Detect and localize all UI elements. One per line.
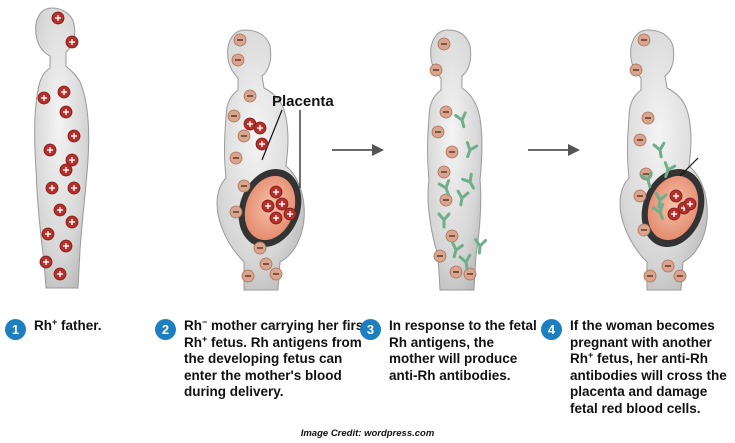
placenta-label: Placenta: [272, 93, 334, 110]
positive-antigen-cell-icon: [59, 163, 73, 177]
negative-cell-icon: [633, 189, 647, 203]
negative-cell-icon: [463, 267, 477, 281]
negative-cell-icon: [673, 269, 687, 283]
negative-cell-icon: [229, 205, 243, 219]
rh-incompatibility-figure: Placenta: [34, 7, 708, 291]
mother-antibody-figure: [427, 29, 483, 291]
positive-antigen-cell-icon: [669, 189, 683, 203]
negative-cell-icon: [637, 33, 651, 47]
negative-cell-icon: [643, 269, 657, 283]
negative-cell-icon: [237, 129, 251, 143]
positive-antigen-cell-icon: [269, 185, 283, 199]
cells-layer: [37, 11, 697, 283]
positive-antigen-cell-icon: [255, 137, 269, 151]
step-number-badge: 4: [541, 319, 562, 340]
step-1-text: Rh+ father.: [34, 317, 102, 334]
antibody-icon: [474, 238, 488, 255]
positive-antigen-cell-icon: [57, 85, 71, 99]
step-1: 1 Rh+ father.: [5, 318, 102, 340]
negative-cell-icon: [429, 63, 443, 77]
negative-cell-icon: [253, 241, 267, 255]
negative-cell-icon: [661, 259, 675, 273]
positive-antigen-cell-icon: [65, 153, 79, 167]
negative-cell-icon: [445, 229, 459, 243]
negative-cell-icon: [229, 151, 243, 165]
positive-antigen-cell-icon: [261, 199, 275, 213]
negative-cell-icon: [233, 33, 247, 47]
placenta-pointer-line: [261, 109, 301, 188]
positive-antigen-cell-icon: [667, 207, 681, 221]
step-number-badge: 3: [360, 319, 381, 340]
positive-antigen-cell-icon: [65, 35, 79, 49]
positive-antigen-cell-icon: [65, 215, 79, 229]
negative-cell-icon: [241, 269, 255, 283]
negative-cell-icon: [637, 223, 651, 237]
step-4: 4 If the woman becomes pregnant with ano…: [541, 318, 735, 418]
positive-antigen-cell-icon: [39, 255, 53, 269]
positive-antigen-cell-icon: [269, 211, 283, 225]
step-number-badge: 1: [5, 319, 26, 340]
antibody-icon: [437, 212, 451, 229]
negative-cell-icon: [269, 267, 283, 281]
positive-antigen-cell-icon: [37, 91, 51, 105]
positive-antigen-cell-icon: [283, 207, 297, 221]
step-4-text: If the woman becomes pregnant with anoth…: [570, 318, 727, 416]
negative-cell-icon: [439, 193, 453, 207]
positive-antigen-cell-icon: [53, 203, 67, 217]
negative-cell-icon: [259, 257, 273, 271]
negative-cell-icon: [231, 53, 245, 67]
antibody-icon: [652, 141, 666, 159]
image-credit: Image Credit: wordpress.com: [300, 428, 435, 439]
step-2: 2 Rh− mother carrying her first Rh+ fetu…: [155, 318, 374, 401]
negative-cell-icon: [431, 125, 445, 139]
antibody-icon: [654, 191, 668, 209]
step-3: 3 In response to the fetal Rh antigens, …: [360, 318, 539, 384]
antibody-icon: [461, 172, 475, 190]
positive-antigen-cell-icon: [253, 121, 267, 135]
antibody-icon: [437, 179, 451, 197]
negative-cell-icon: [227, 109, 241, 123]
positive-antigen-cell-icon: [67, 129, 81, 143]
step-number-badge: 2: [155, 319, 176, 340]
antibody-crossing-line: [679, 157, 699, 177]
antibody-icon: [663, 161, 677, 179]
antibody-icon: [465, 141, 479, 159]
step-3-text: In response to the fetal Rh antigens, th…: [389, 318, 537, 383]
negative-cell-icon: [439, 105, 453, 119]
negative-cell-icon: [629, 63, 643, 77]
positive-antigen-cell-icon: [45, 181, 59, 195]
negative-cell-icon: [449, 265, 463, 279]
positive-antigen-cell-icon: [59, 239, 73, 253]
antibody-icon: [451, 241, 464, 259]
antibody-icon: [458, 253, 472, 271]
antibody-icon: [651, 203, 665, 221]
arrow-right-icon: [528, 144, 580, 156]
negative-cell-icon: [633, 133, 647, 147]
positive-antigen-cell-icon: [41, 227, 55, 241]
arrow-right-icon: [332, 144, 384, 156]
positive-antigen-cell-icon: [275, 197, 289, 211]
step-2-text: Rh− mother carrying her first Rh+ fetus.…: [184, 317, 368, 400]
negative-cell-icon: [437, 165, 451, 179]
positive-antigen-cell-icon: [683, 197, 697, 211]
negative-cell-icon: [641, 111, 655, 125]
antibody-icon: [640, 171, 653, 189]
positive-antigen-cell-icon: [67, 181, 81, 195]
negative-cell-icon: [433, 249, 447, 263]
negative-cell-icon: [437, 37, 451, 51]
positive-antigen-cell-icon: [59, 105, 73, 119]
positive-antigen-cell-icon: [53, 267, 67, 281]
negative-cell-icon: [237, 179, 251, 193]
negative-cell-icon: [445, 145, 459, 159]
antibody-icon: [456, 189, 470, 207]
positive-antigen-cell-icon: [51, 11, 65, 25]
positive-antigen-cell-icon: [43, 143, 57, 157]
negative-cell-icon: [243, 89, 257, 103]
antibody-icon: [454, 111, 467, 129]
